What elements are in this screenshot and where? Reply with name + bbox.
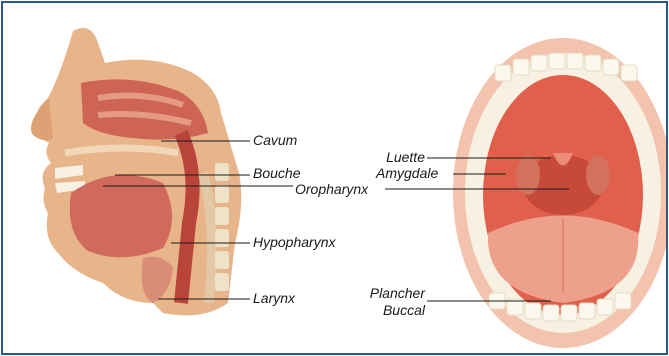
label-cavum: Cavum xyxy=(253,132,297,148)
label-buccal: Buccal xyxy=(349,302,425,318)
label-oropharynx: Oropharynx xyxy=(295,181,368,197)
label-amygdale: Amygdale xyxy=(376,165,438,181)
label-plancher: Plancher xyxy=(349,285,425,301)
leader-lines xyxy=(3,3,668,355)
label-larynx: Larynx xyxy=(253,290,295,306)
label-hypopharynx: Hypopharynx xyxy=(253,234,336,250)
label-luette: Luette xyxy=(349,149,425,165)
label-bouche: Bouche xyxy=(253,165,300,181)
